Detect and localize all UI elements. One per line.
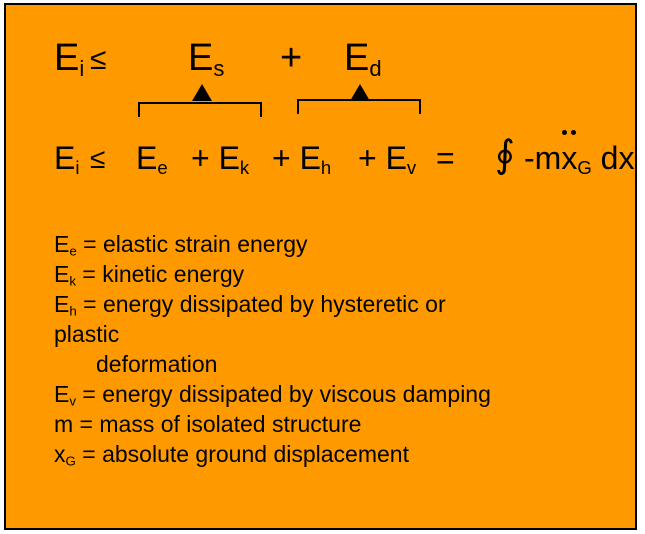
eq2-term-ee: Ee [136, 140, 168, 179]
bracket-es-group [138, 102, 262, 117]
def-ek: Ek = kinetic energy [54, 261, 245, 289]
def-eh: Eh = energy dissipated by hysteretic or [54, 291, 446, 319]
def-m: m = mass of isolated structure [54, 411, 362, 437]
double-dot-left [562, 130, 567, 135]
eq2-term-ev: + Ev [358, 140, 417, 179]
eq1-lhs: Ei [54, 37, 85, 82]
eq2-equals: = [436, 140, 455, 176]
eq1-plus: + [280, 37, 303, 79]
eq2-term-ek: + Ek [191, 140, 250, 179]
eq2-integrand: -mxG dx [524, 140, 635, 179]
contour-integral-symbol: ∮ [495, 134, 515, 176]
def-ee: Ee = elastic strain energy [54, 231, 308, 259]
equation-panel: Ei ≤ Es + Ed Ei ≤ Ee + Ek + Eh + Ev = ∮ … [4, 3, 637, 530]
double-dot-right [571, 130, 576, 135]
def-ev: Ev = energy dissipated by viscous dampin… [54, 381, 491, 409]
def-xg: xG = absolute ground displacement [54, 441, 409, 469]
eq2-leq-symbol: ≤ [90, 143, 106, 174]
eq2-term-eh: + Eh [272, 140, 332, 179]
eq1-term-ed: Ed [344, 37, 382, 82]
def-eh-cont-2: deformation [96, 351, 218, 377]
eq2-lhs: Ei [54, 140, 80, 179]
eq1-term-es: Es [188, 37, 225, 82]
eq1-leq-symbol: ≤ [90, 43, 107, 76]
arrow-up-ed [350, 84, 370, 101]
arrow-up-es [192, 84, 212, 101]
def-eh-cont-1: plastic [54, 321, 120, 347]
bracket-ed-group [297, 99, 421, 114]
